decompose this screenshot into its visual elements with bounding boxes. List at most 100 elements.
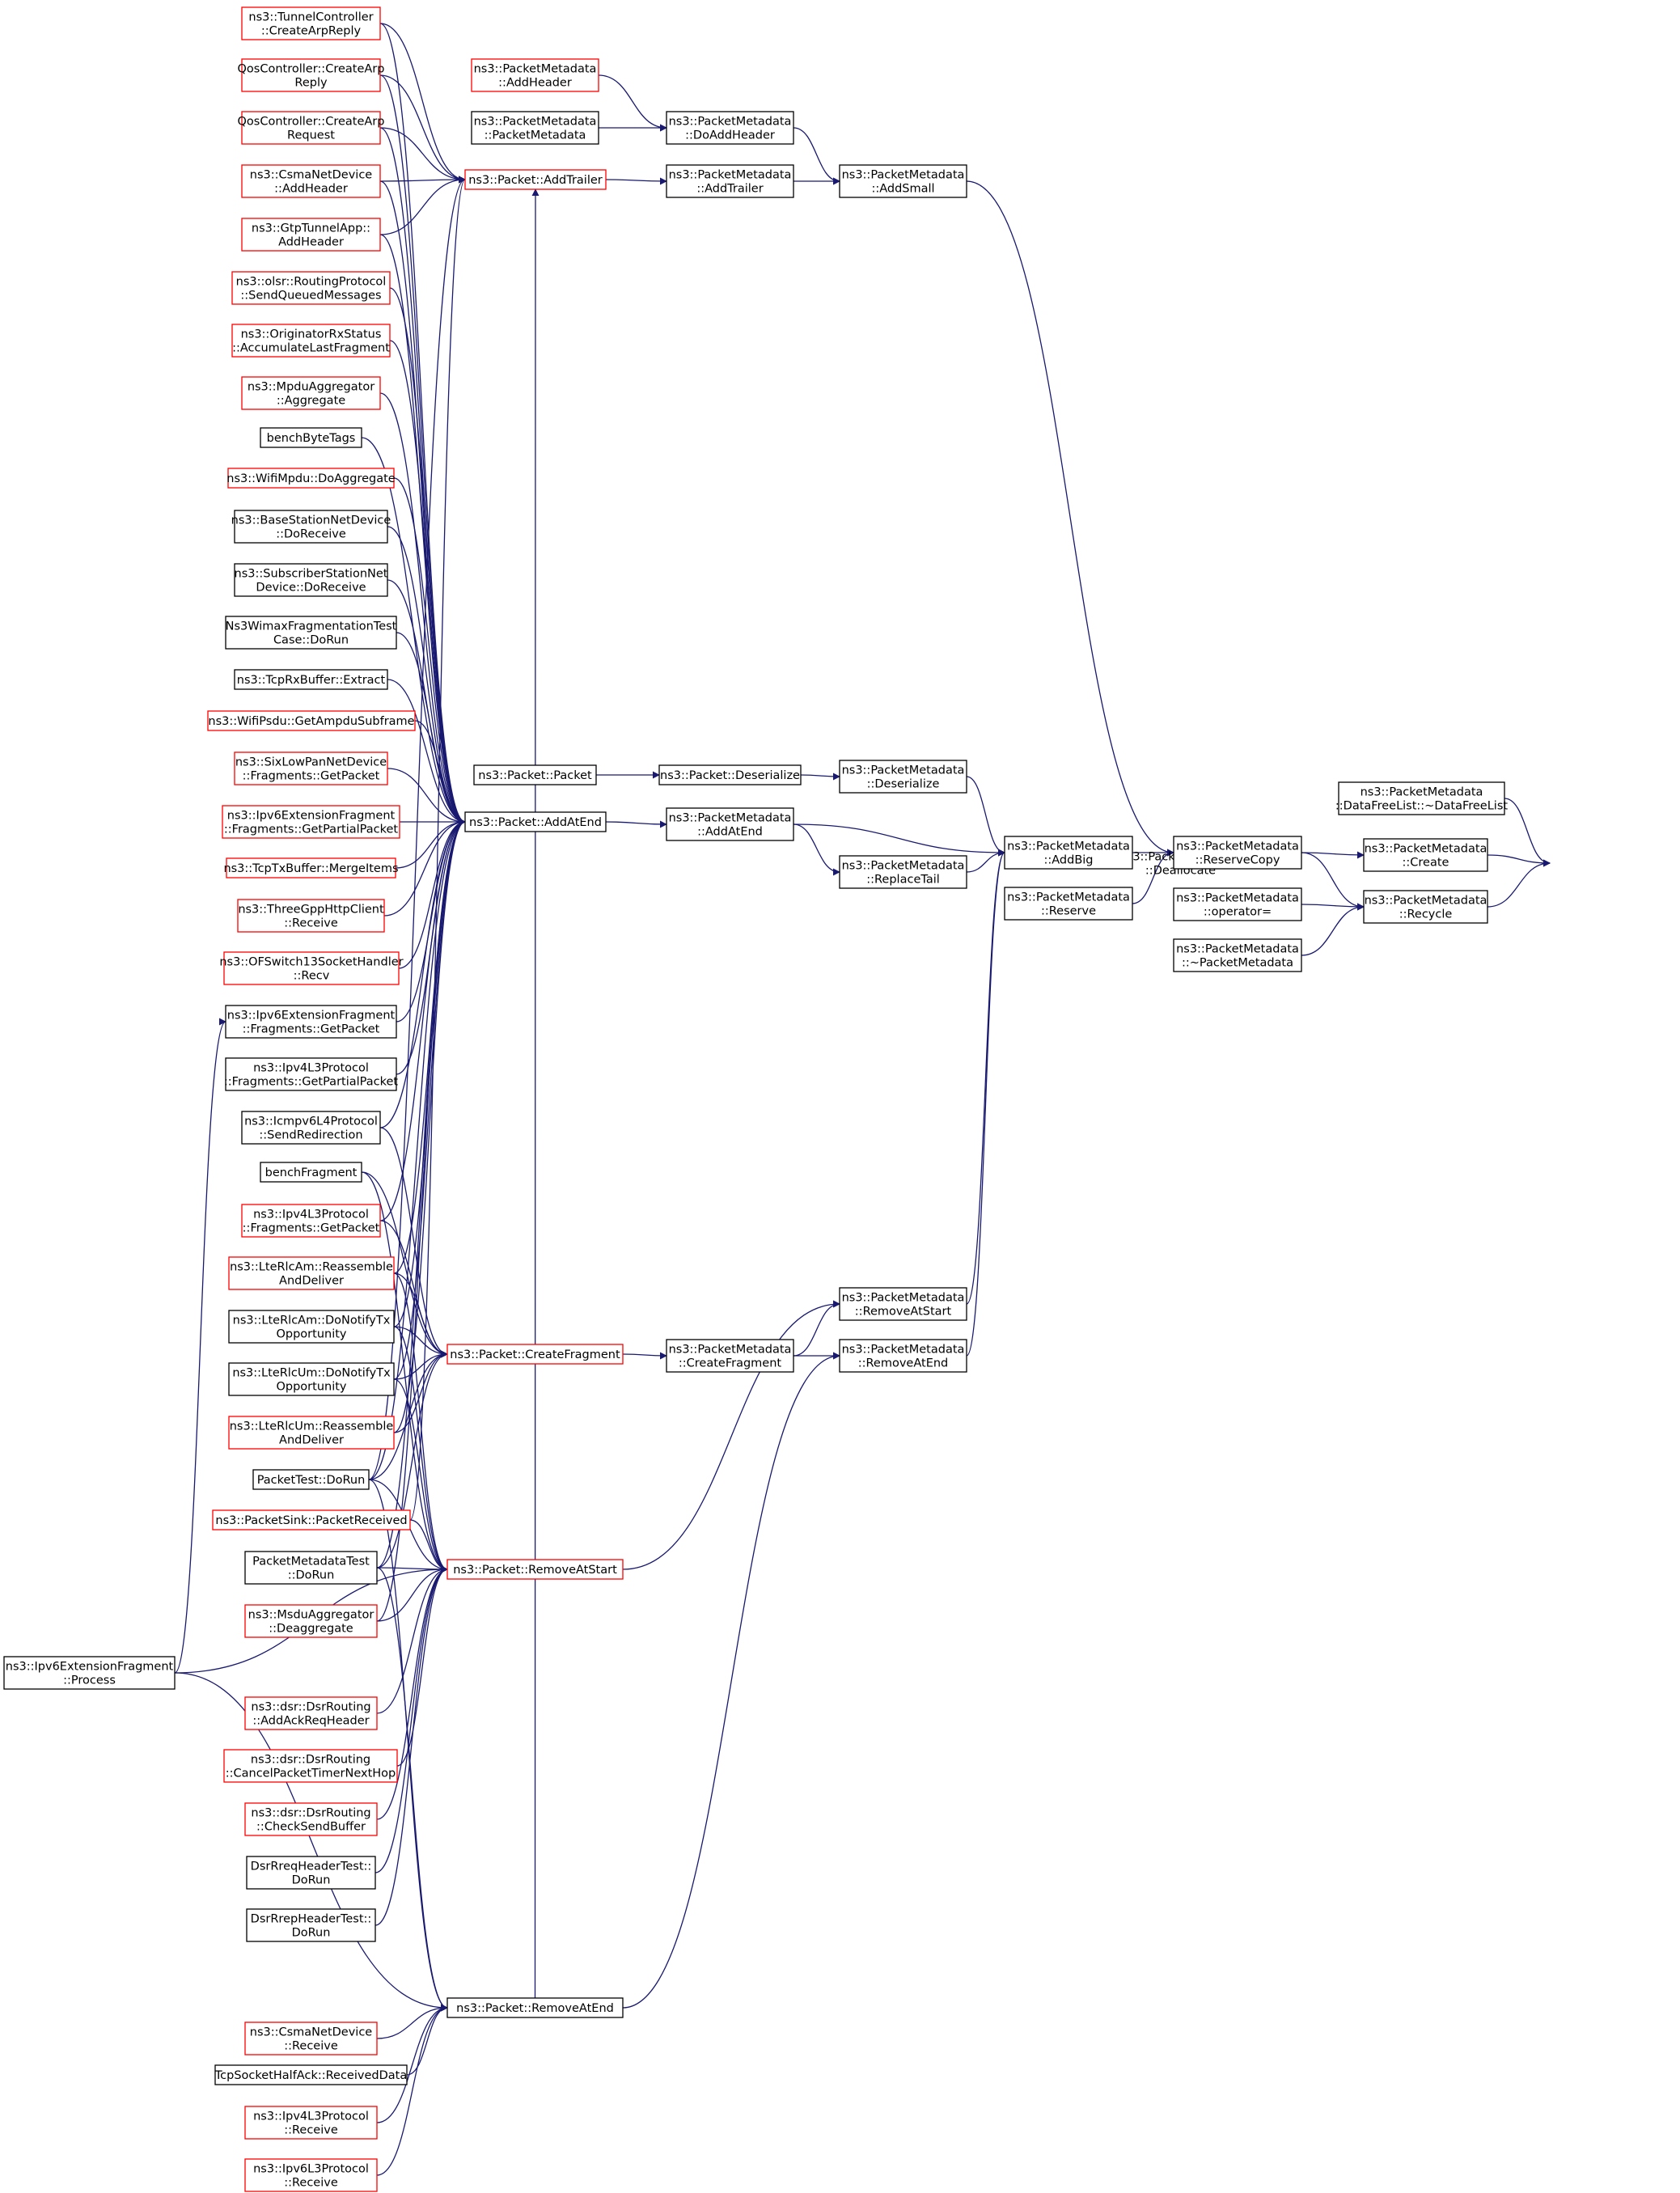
node-pm-addtrailer[interactable]: ns3::PacketMetadata::AddTrailer (666, 164, 794, 198)
node-box (234, 669, 388, 690)
node-tcphalfack-received[interactable]: TcpSocketHalfAck::ReceivedData (214, 2064, 408, 2085)
node-csma-addheader[interactable]: ns3::CsmaNetDevice::AddHeader (241, 164, 381, 198)
node-replacetail[interactable]: ns3::PacketMetadata::ReplaceTail (839, 855, 967, 889)
call-edge (379, 818, 466, 1221)
node-pm-createfragment[interactable]: ns3::PacketMetadata::CreateFragment (666, 1339, 794, 1373)
node-label: DoRun (292, 1874, 331, 1887)
node-ofswitch-recv[interactable]: ns3::OFSwitch13SocketHandler::Recv (219, 951, 404, 985)
node-addbig[interactable]: ns3::PacketMetadata::AddBig (1004, 836, 1133, 870)
node-label: ns3::PacketMetadata (1007, 891, 1130, 904)
node-box (241, 164, 381, 198)
node-reservecopy[interactable]: ns3::PacketMetadata::ReserveCopy (1173, 836, 1302, 870)
node-p-removeatstart[interactable]: ns3::Packet::RemoveAtStart (446, 1559, 624, 1580)
node-ipv6ext-getpacket[interactable]: ns3::Ipv6ExtensionFragment::Fragments::G… (225, 1005, 397, 1039)
node-dsr-cancel[interactable]: ns3::dsr::DsrRouting::CancelPacketTimerN… (223, 1749, 398, 1783)
node-csma-receive[interactable]: ns3::CsmaNetDevice::Receive (244, 2022, 378, 2055)
node-originator[interactable]: ns3::OriginatorRxStatus::AccumulateLastF… (231, 324, 391, 358)
node-box (1363, 838, 1488, 872)
node-icmpv6-sendredirect[interactable]: ns3::Icmpv6L4Protocol::SendRedirection (241, 1111, 381, 1145)
node-wifipsdu-get[interactable]: ns3::WifiPsdu::GetAmpduSubframe (207, 710, 416, 731)
node-p-removeatend[interactable]: ns3::Packet::RemoveAtEnd (446, 1997, 624, 2018)
call-edge (605, 820, 667, 828)
node-pm-ctor[interactable]: ns3::PacketMetadata::PacketMetadata (471, 111, 599, 145)
node-pm-removeatend[interactable]: ns3::PacketMetadata::RemoveAtEnd (839, 1339, 967, 1373)
node-dsrrreq-test[interactable]: DsrRreqHeaderTest::DoRun (246, 1856, 376, 1890)
node-ipv6ext-getpartial[interactable]: ns3::Ipv6ExtensionFragment::Fragments::G… (222, 805, 400, 839)
node-dsr-checksend[interactable]: ns3::dsr::DsrRouting::CheckSendBuffer (244, 1802, 378, 1836)
node-doaddheader[interactable]: ns3::PacketMetadata::DoAddHeader (666, 111, 794, 145)
node-bench-fragment[interactable]: benchFragment (260, 1162, 362, 1183)
node-sixlowpan-get[interactable]: ns3::SixLowPanNetDevice::Fragments::GetP… (234, 751, 388, 785)
call-edge (966, 849, 1005, 1357)
node-ipv6ext-process[interactable]: ns3::Ipv6ExtensionFragment::Process (3, 1656, 176, 1690)
node-operator-assign[interactable]: ns3::PacketMetadata::operator= (1173, 887, 1302, 921)
node-p-addtrailer[interactable]: ns3::Packet::AddTrailer (464, 169, 607, 190)
node-box (464, 169, 607, 190)
node-pm-addheader[interactable]: ns3::PacketMetadata::AddHeader (471, 58, 599, 92)
node-tunnel-createarp[interactable]: ns3::TunnelController::CreateArpReply (241, 6, 381, 40)
node-olsr-send[interactable]: ns3::olsr::RoutingProtocol::SendQueuedMe… (231, 271, 391, 305)
node-pm-addatend[interactable]: ns3::PacketMetadata::AddAtEnd (666, 807, 794, 841)
node-packetsink-received[interactable]: ns3::PacketSink::PacketReceived (212, 1509, 411, 1530)
node-bs-doreceive[interactable]: ns3::BaseStationNetDevice::DoReceive (231, 510, 391, 544)
node-label: benchByteTags (267, 432, 356, 445)
node-wifimpdu-doaggregate[interactable]: ns3::WifiMpdu::DoAggregate (226, 468, 396, 489)
node-p-deserialize[interactable]: ns3::Packet::Deserialize (658, 764, 802, 785)
node-ipv4l3-getpacket[interactable]: ns3::Ipv4L3Protocol::Fragments::GetPacke… (241, 1204, 381, 1238)
node-reserve[interactable]: ns3::PacketMetadata::Reserve (1004, 887, 1133, 921)
node-label: ns3::PacketMetadata (842, 860, 965, 873)
node-mpdu-aggregate[interactable]: ns3::MpduAggregator::Aggregate (241, 376, 381, 410)
call-edge (376, 2004, 448, 2123)
call-edge (376, 1567, 448, 2012)
node-addsmall[interactable]: ns3::PacketMetadata::AddSmall (839, 164, 967, 198)
node-tcprx-extract[interactable]: ns3::TcpRxBuffer::Extract (234, 669, 388, 690)
node-label: ns3::Ipv4L3Protocol (253, 1062, 369, 1075)
node-box (1173, 887, 1302, 921)
node-label: ::AddSmall (871, 183, 934, 196)
node-create[interactable]: ns3::PacketMetadata::Create (1363, 838, 1488, 872)
call-edge (605, 177, 667, 185)
node-p-createfragment[interactable]: ns3::Packet::CreateFragment (446, 1344, 624, 1365)
node-tcptx-merge[interactable]: ns3::TcpTxBuffer::MergeItems (223, 857, 399, 878)
node-dsr-addackreq[interactable]: ns3::dsr::DsrRouting::AddAckReqHeader (244, 1696, 378, 1730)
node-packettest-dorun[interactable]: PacketTest::DoRun (252, 1469, 370, 1490)
node-qos-createarpreply[interactable]: QosController::CreateArpReply (238, 58, 385, 92)
node-ipv6l3-receive[interactable]: ns3::Ipv6L3Protocol::Receive (244, 2158, 378, 2192)
node-box (241, 1204, 381, 1238)
node-threegpp-receive[interactable]: ns3::ThreeGppHttpClient::Receive (237, 899, 385, 933)
node-ss-doreceive[interactable]: ns3::SubscriberStationNetDevice::DoRecei… (234, 563, 388, 597)
node-label: ::Fragments::GetPacket (243, 1222, 380, 1235)
node-bench-bytetags[interactable]: benchByteTags (260, 427, 362, 448)
node-label: ::AddAckReqHeader (252, 1715, 369, 1728)
node-ipv4l3-getpartial[interactable]: ns3::Ipv4L3Protocol::Fragments::GetParti… (224, 1057, 399, 1091)
node-pm-dtor[interactable]: ns3::PacketMetadata::~PacketMetadata (1173, 938, 1302, 972)
node-datafreelist-dtor[interactable]: ns3::PacketMetadata::DataFreeList::~Data… (1335, 781, 1508, 815)
node-p-packet[interactable]: ns3::Packet::Packet (473, 764, 597, 785)
node-label: PacketTest::DoRun (257, 1474, 366, 1487)
node-recycle[interactable]: ns3::PacketMetadata::Recycle (1363, 890, 1488, 924)
call-edge (376, 1565, 448, 1622)
node-msdu-deaggregate[interactable]: ns3::MsduAggregator::Deaggregate (244, 1604, 378, 1638)
node-dsrrrep-test[interactable]: DsrRrepHeaderTest::DoRun (246, 1908, 376, 1942)
node-label: ns3::LteRlcAm::DoNotifyTx (233, 1315, 391, 1327)
node-box (471, 58, 599, 92)
call-edge (622, 1352, 840, 2009)
node-p-addatend[interactable]: ns3::Packet::AddAtEnd (464, 811, 607, 832)
node-ipv4l3-receive[interactable]: ns3::Ipv4L3Protocol::Receive (244, 2106, 378, 2140)
node-label: ::DataFreeList::~DataFreeList (1335, 800, 1508, 813)
node-gtp-addheader[interactable]: ns3::GtpTunnelApp::AddHeader (241, 218, 381, 252)
node-label: ns3::Packet::RemoveAtStart (453, 1564, 617, 1577)
node-pm-deserialize[interactable]: ns3::PacketMetadata::Deserialize (839, 760, 967, 794)
node-box (214, 2064, 408, 2085)
node-pm-removeatstart[interactable]: ns3::PacketMetadata::RemoveAtStart (839, 1287, 967, 1321)
node-pmtest-dorun[interactable]: PacketMetadataTest::DoRun (244, 1551, 378, 1585)
node-label: ns3::TunnelController (248, 11, 373, 24)
node-box (234, 563, 388, 597)
